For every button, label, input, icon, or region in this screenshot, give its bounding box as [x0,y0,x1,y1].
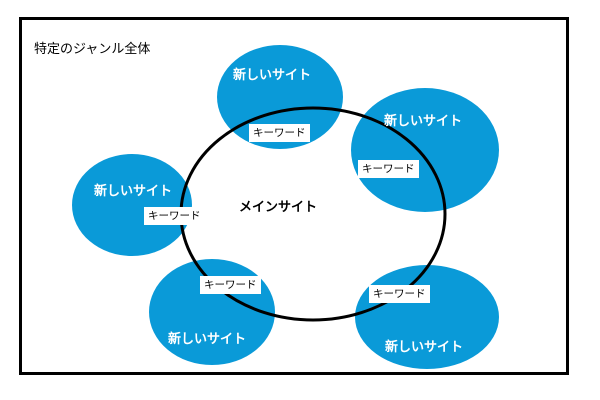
satellite-circle-right [351,88,499,212]
satellite-circle-bottom-left [149,259,275,365]
satellite-label-top: 新しいサイト [233,68,312,83]
satellite-label-right: 新しいサイト [384,114,463,129]
genre-label: 特定のジャンル全体 [34,42,151,57]
satellite-circle-left [72,154,192,256]
keyword-box-right: キーワード [358,160,419,178]
main-site-label: メインサイト [239,200,318,215]
satellite-label-left: 新しいサイト [94,184,173,199]
keyword-box-bottom-right: キーワード [369,285,430,303]
satellite-label-bottom-right: 新しいサイト [385,340,464,355]
keyword-box-bottom-left: キーワード [200,276,261,294]
keyword-box-top: キーワード [249,124,310,142]
satellite-label-bottom-left: 新しいサイト [168,332,247,347]
keyword-box-left: キーワード [144,207,205,225]
